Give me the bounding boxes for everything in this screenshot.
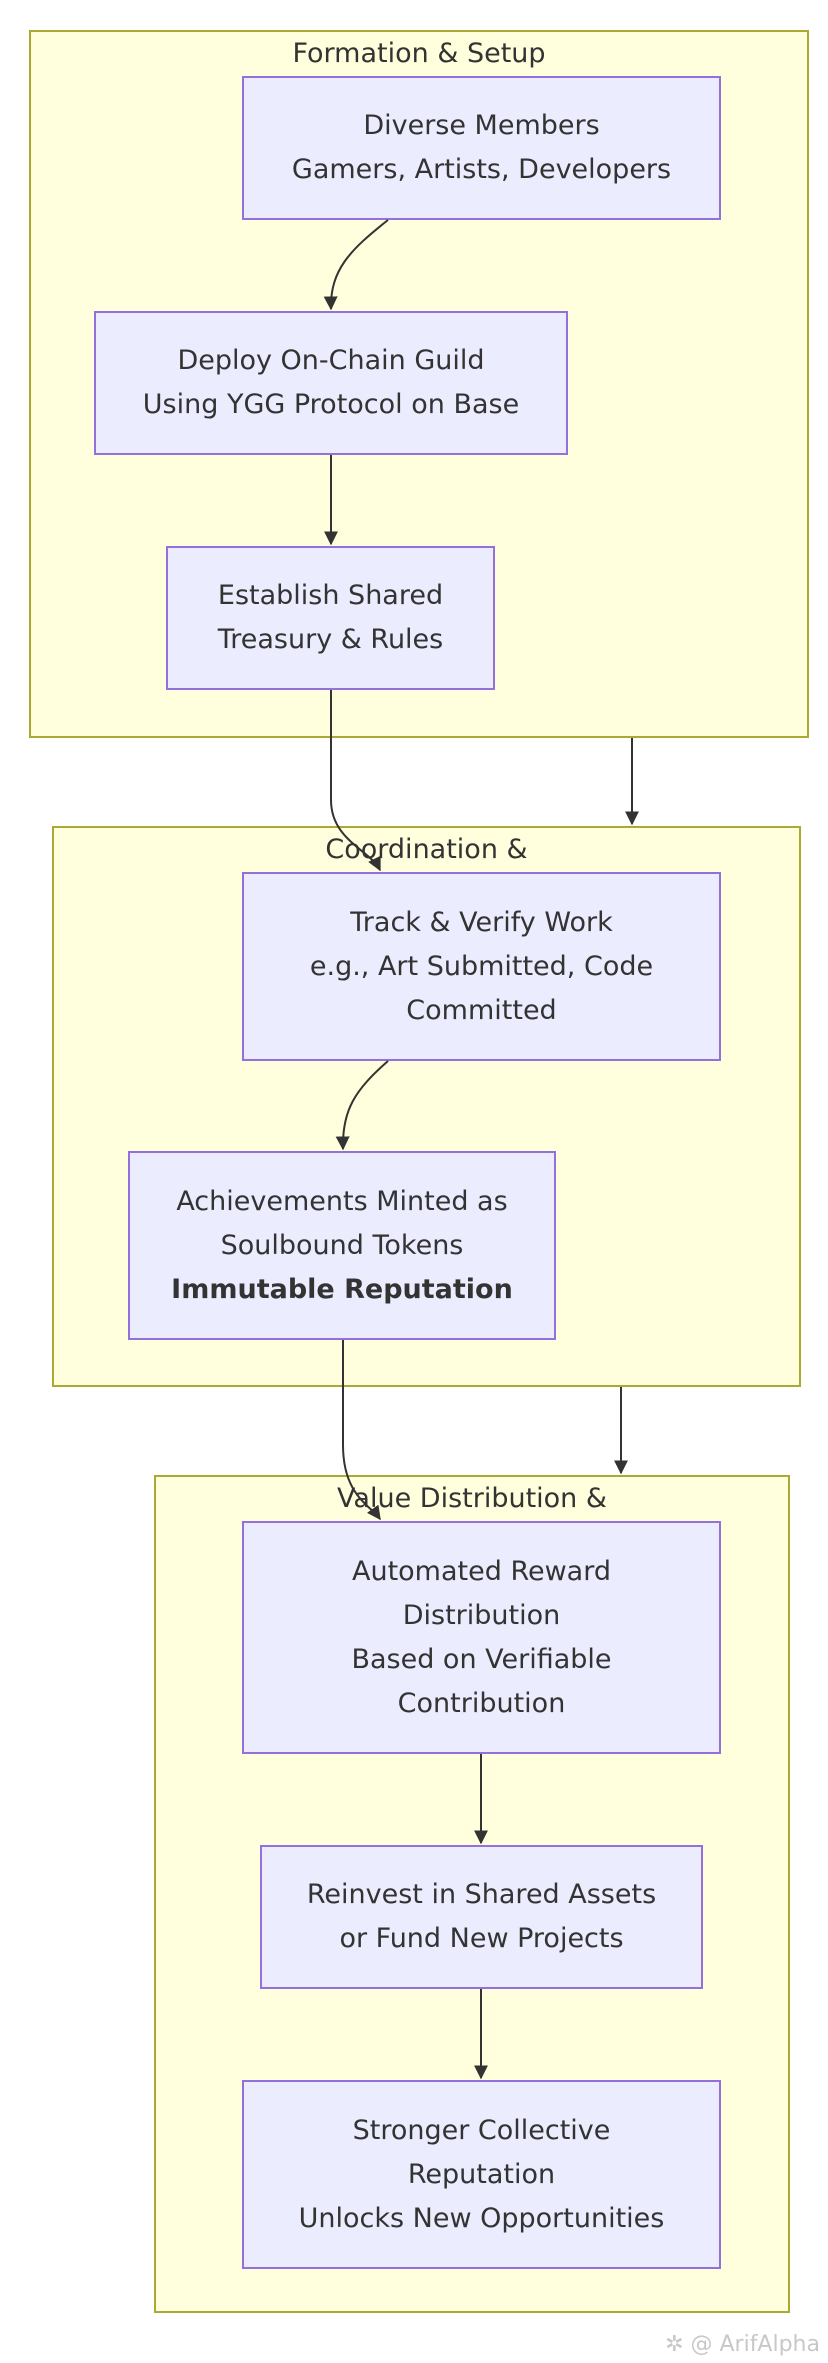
node-text: Contribution — [397, 1687, 566, 1719]
node-text: Deploy On-Chain Guild — [177, 345, 485, 376]
node-text: Automated Reward — [351, 1555, 611, 1587]
node-shared-treasury: Establish Shared Treasury & Rules — [166, 546, 495, 690]
node-text: Establish Shared — [217, 580, 444, 611]
cluster-title: Coordination & — [325, 834, 528, 865]
node-text-bold: Immutable Reputation — [171, 1273, 513, 1305]
node-deploy-guild: Deploy On-Chain Guild Using YGG Protocol… — [94, 311, 568, 455]
cluster-title: Formation & Setup — [292, 38, 546, 69]
node-text: Treasury & Rules — [217, 624, 444, 655]
node-text: Gamers, Artists, Developers — [291, 154, 672, 185]
node-text: Unlocks New Opportunities — [298, 2202, 665, 2234]
node-track-verify: Track & Verify Work e.g., Art Submitted,… — [242, 872, 721, 1061]
node-text: Stronger Collective — [352, 2114, 611, 2146]
cluster-title: Value Distribution & — [337, 1483, 607, 1514]
node-text: Soulbound Tokens — [220, 1229, 464, 1261]
node-text: Reputation — [407, 2158, 556, 2190]
node-text: or Fund New Projects — [339, 1923, 624, 1954]
node-stronger-reputation: Stronger Collective Reputation Unlocks N… — [242, 2080, 721, 2269]
node-text: Achievements Minted as — [176, 1185, 508, 1217]
watermark: ✲ @ ArifAlpha — [665, 2332, 820, 2357]
node-text: Committed — [406, 994, 557, 1026]
node-automated-reward: Automated Reward Distribution Based on V… — [242, 1521, 721, 1754]
node-text: Based on Verifiable — [351, 1643, 612, 1675]
node-text: Track & Verify Work — [350, 906, 613, 938]
node-reinvest: Reinvest in Shared Assets or Fund New Pr… — [260, 1845, 703, 1989]
node-text: Diverse Members — [363, 110, 600, 141]
node-achievements: Achievements Minted as Soulbound Tokens … — [128, 1151, 556, 1340]
node-text: Using YGG Protocol on Base — [142, 389, 520, 420]
node-text: Distribution — [402, 1599, 561, 1631]
node-text: Reinvest in Shared Assets — [306, 1879, 657, 1910]
node-diverse-members: Diverse Members Gamers, Artists, Develop… — [242, 76, 721, 220]
node-text: e.g., Art Submitted, Code — [309, 950, 654, 982]
